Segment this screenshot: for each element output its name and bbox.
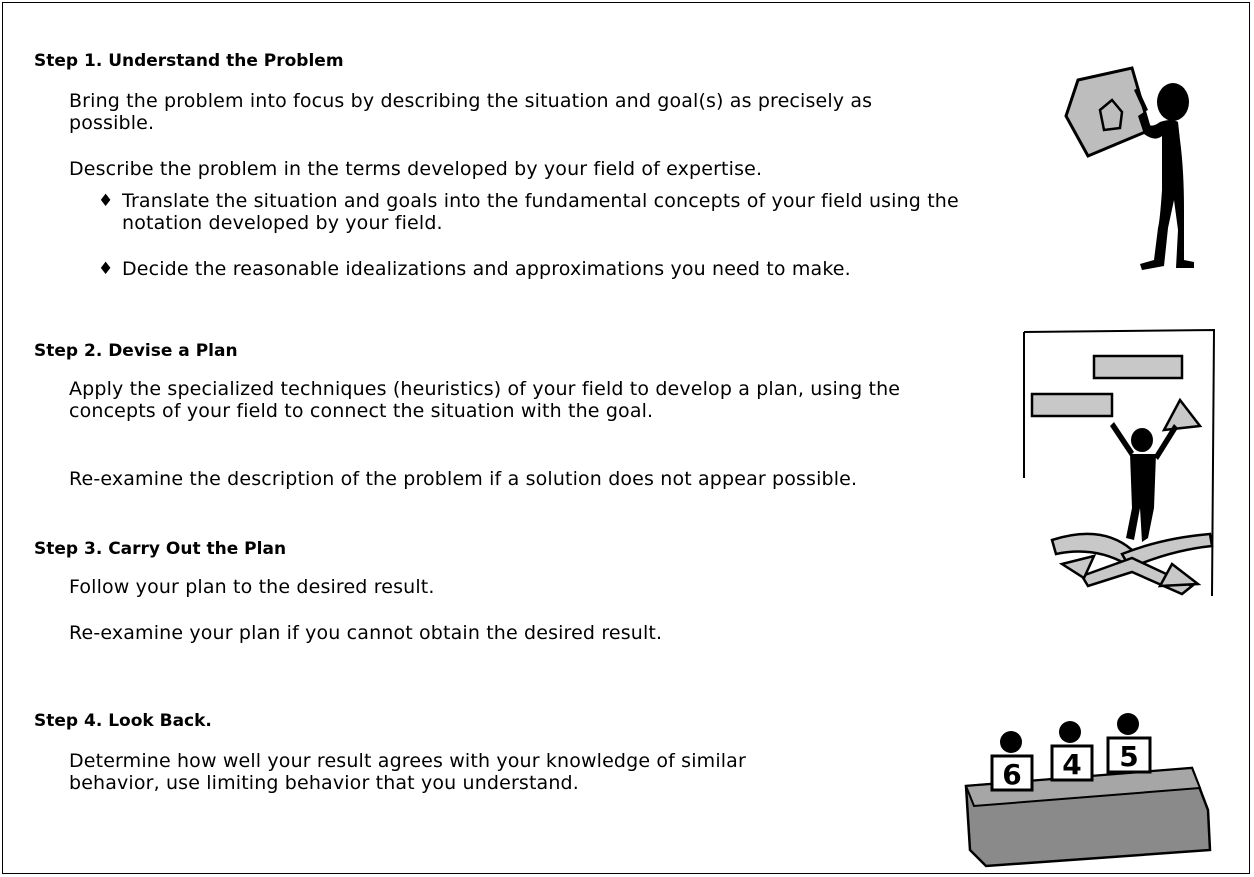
score-card-2: 4 <box>1062 748 1081 781</box>
step-4-paragraph-1: Determine how well your result agrees wi… <box>69 750 746 794</box>
planning-whiteboard-illustration <box>1023 328 1216 596</box>
step-1-bullet-2: ♦ Decide the reasonable idealizations an… <box>98 258 1002 280</box>
step-3-paragraph-2: Re-examine your plan if you cannot obtai… <box>69 622 663 644</box>
step-2-paragraph-1: Apply the specialized techniques (heuris… <box>69 378 901 422</box>
score-card-1: 6 <box>1002 758 1021 791</box>
step-2-heading: Step 2. Devise a Plan <box>34 341 238 361</box>
bullet-diamond-icon: ♦ <box>98 191 114 211</box>
step-3-paragraph-1: Follow your plan to the desired result. <box>69 576 435 598</box>
figure-holding-sign-illustration <box>1064 66 1194 270</box>
step-2-paragraph-2: Re-examine the description of the proble… <box>69 468 858 490</box>
bullet-diamond-icon: ♦ <box>98 259 114 279</box>
bullet-text: Decide the reasonable idealizations and … <box>122 258 851 280</box>
step-1-bullet-1: ♦ Translate the situation and goals into… <box>98 190 1002 234</box>
score-card-3: 5 <box>1119 740 1138 773</box>
step-1-heading: Step 1. Understand the Problem <box>34 51 344 71</box>
step-1-paragraph-1: Bring the problem into focus by describi… <box>69 90 873 134</box>
step-3-heading: Step 3. Carry Out the Plan <box>34 539 287 559</box>
step-1-paragraph-2: Describe the problem in the terms develo… <box>69 158 763 180</box>
judges-scoring-illustration: 6 4 5 <box>964 713 1212 868</box>
bullet-text: Translate the situation and goals into t… <box>122 190 959 234</box>
step-4-heading: Step 4. Look Back. <box>34 711 212 731</box>
